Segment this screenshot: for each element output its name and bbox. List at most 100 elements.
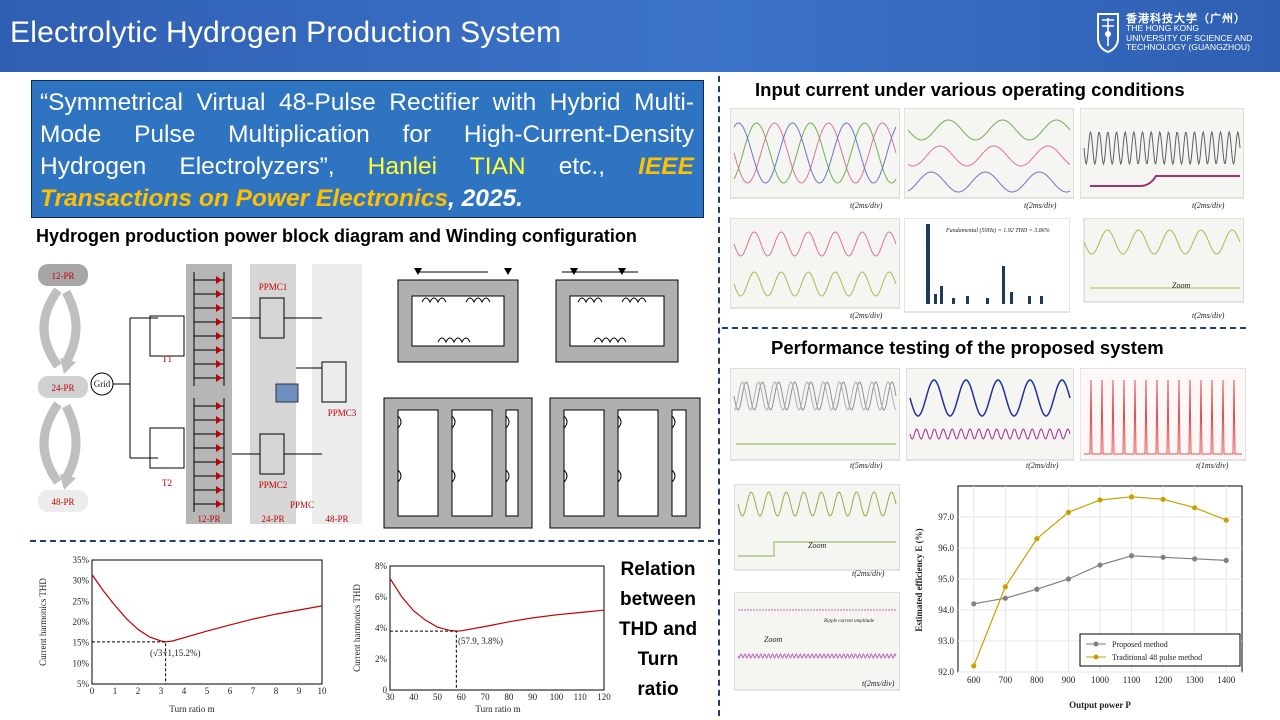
thd-curve-2: [389, 578, 605, 632]
waveform-transient: t(2ms/div): [1080, 108, 1244, 210]
block-24pr-label: 24-PR: [261, 514, 284, 524]
thd-min-marker-2: [390, 630, 457, 690]
data-point: [1097, 497, 1103, 503]
x-tick-label: 700: [999, 675, 1013, 685]
harmonic-spectrum: Fundamental (50Hz) = 1.92 THD = 3.86%: [904, 218, 1070, 320]
x-tick-label: 5: [205, 686, 210, 696]
page-title: Electrolytic Hydrogen Production System: [10, 16, 562, 49]
x-tick-label: 30: [386, 692, 396, 702]
transformer-t2-label: T2: [162, 478, 172, 488]
data-point: [1065, 576, 1072, 582]
block-diagram-title: Hydrogen production power block diagram …: [36, 226, 637, 246]
logo-chinese-name: 香港科技大学（广州）: [1126, 13, 1246, 25]
thd-xlabel-2: Turn ratio m: [475, 704, 520, 714]
y-tick-label: 93.0: [938, 636, 954, 646]
stage-label-48pr: 48-PR: [51, 497, 74, 507]
data-point: [1128, 494, 1135, 500]
y-tick-label: 35%: [73, 555, 90, 565]
waveform-three-phase: t(2ms/div): [730, 108, 900, 210]
x-tick-label: 60: [457, 692, 467, 702]
x-tick-label: 1100: [1123, 675, 1141, 685]
y-tick-label: 96.0: [938, 543, 954, 553]
y-tick-label: 10%: [73, 658, 90, 668]
left-horizontal-divider: [30, 540, 714, 542]
svg-text:t(2ms/div): t(2ms/div): [850, 311, 883, 320]
svg-text:t(2ms/div): t(2ms/div): [852, 569, 885, 578]
x-tick-label: 70: [481, 692, 491, 702]
x-tick-label: 90: [528, 692, 538, 702]
y-tick-label: 30%: [73, 576, 90, 586]
svg-text:t(1ms/div): t(1ms/div): [1196, 461, 1229, 470]
x-tick-label: 8: [274, 686, 279, 696]
data-point: [1192, 556, 1198, 562]
vertical-divider: [718, 76, 720, 716]
ppmc3-label: PPMC3: [328, 408, 357, 418]
paper-journal: IEEE Transactions on Power Electronics: [40, 153, 694, 212]
x-tick-label: 120: [597, 692, 611, 702]
svg-text:t(2ms/div): t(2ms/div): [1192, 201, 1225, 210]
y-tick-label: 97.0: [938, 512, 954, 522]
paper-citation: “Symmetrical Virtual 48-Pulse Rectifier …: [40, 87, 694, 215]
x-tick-label: 1200: [1154, 675, 1173, 685]
svg-text:t(2ms/div): t(2ms/div): [1192, 311, 1225, 320]
thd-ylabel-2: Current harmonics THD: [352, 584, 362, 672]
block-48pr-label: 48-PR: [325, 514, 348, 524]
perf-waveform-1: t(5ms/div): [730, 368, 900, 472]
data-point: [1192, 505, 1198, 511]
right-horizontal-divider: [722, 327, 1246, 329]
ppmc2-label: PPMC2: [259, 480, 288, 490]
x-tick-label: 110: [574, 692, 588, 702]
x-tick-label: 0: [90, 686, 95, 696]
x-tick-label: 3: [159, 686, 164, 696]
winding-configuration-diagram: [378, 258, 714, 534]
data-point: [1097, 562, 1103, 568]
block-12pr-label: 12-PR: [197, 514, 220, 524]
y-tick-label: 0: [383, 685, 388, 695]
waveform-zoom-phases: t(2ms/div): [904, 108, 1074, 210]
y-tick-label: 15%: [73, 638, 90, 648]
x-tick-label: 6: [228, 686, 233, 696]
power-block-diagram: 12-PR 24-PR 48-PR Grid T1 T2: [30, 258, 370, 530]
header-bar: Electrolytic Hydrogen Production System …: [0, 0, 1280, 72]
data-point: [1223, 557, 1229, 563]
paper-author: Hanlei TIAN: [367, 153, 526, 180]
grid-label: Grid: [94, 379, 111, 389]
y-tick-label: 25%: [73, 596, 90, 606]
stage-label-24pr: 24-PR: [51, 383, 74, 393]
paper-etc: etc.,: [525, 153, 639, 180]
x-tick-label: 80: [504, 692, 514, 702]
x-tick-label: 40: [409, 692, 419, 702]
thd-min-annotation-1: (√3+1,15.2%): [150, 648, 201, 658]
perf-waveform-5: Zoom Ripple current amplitude t(2ms/div): [734, 592, 900, 692]
thd-ylabel-1: Current harmonics THD: [38, 578, 48, 666]
data-point: [1223, 517, 1229, 523]
x-tick-label: 1300: [1186, 675, 1205, 685]
transformer-t1-label: T1: [162, 354, 172, 364]
thd-xlabel-1: Turn ratio m: [169, 704, 214, 714]
data-point: [1002, 595, 1008, 601]
thd-min-marker-1: [92, 641, 167, 684]
efficiency-legend: Proposed method Traditional 48 pulse met…: [1079, 633, 1241, 667]
svg-text:Ripple current amplitude: Ripple current amplitude: [823, 619, 875, 624]
university-logo: 香港科技大学（广州） THE HONG KONG UNIVERSITY OF S…: [1096, 8, 1276, 58]
svg-text:Zoom: Zoom: [808, 541, 826, 550]
svg-text:t(2ms/div): t(2ms/div): [1024, 201, 1057, 210]
perf-waveform-2: t(2ms/div): [906, 368, 1074, 472]
data-point: [1065, 509, 1072, 515]
y-tick-label: 5%: [77, 679, 90, 689]
data-point: [1160, 496, 1166, 502]
crest-icon: [1097, 13, 1119, 54]
x-tick-label: 800: [1030, 675, 1044, 685]
y-tick-label: 95.0: [938, 574, 954, 584]
data-point: [1034, 586, 1040, 592]
x-tick-label: 100: [550, 692, 564, 702]
data-point: [971, 663, 977, 669]
x-tick-label: 900: [1062, 675, 1076, 685]
svg-text:t(2ms/div): t(2ms/div): [850, 201, 883, 210]
input-current-title: Input current under various operating co…: [755, 79, 1185, 100]
logo-english-name: THE HONG KONG UNIVERSITY OF SCIENCE AND …: [1126, 23, 1253, 52]
ppmc-label: PPMC: [290, 500, 314, 510]
thd-min-annotation-2: (57.9, 3.8%): [458, 636, 503, 646]
